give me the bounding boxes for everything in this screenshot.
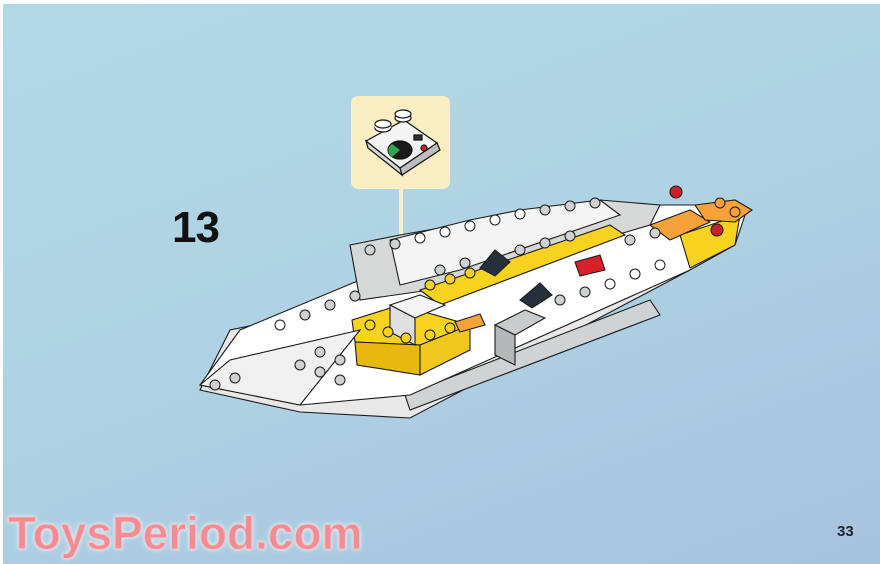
boat-model [198, 185, 754, 419]
page-number: 33 [837, 523, 854, 540]
brick-studs [209, 197, 741, 391]
step-number: 13 [172, 203, 220, 252]
radar-console-brick-icon [364, 109, 441, 177]
watermark-text: ToysPeriod.com [7, 507, 363, 560]
